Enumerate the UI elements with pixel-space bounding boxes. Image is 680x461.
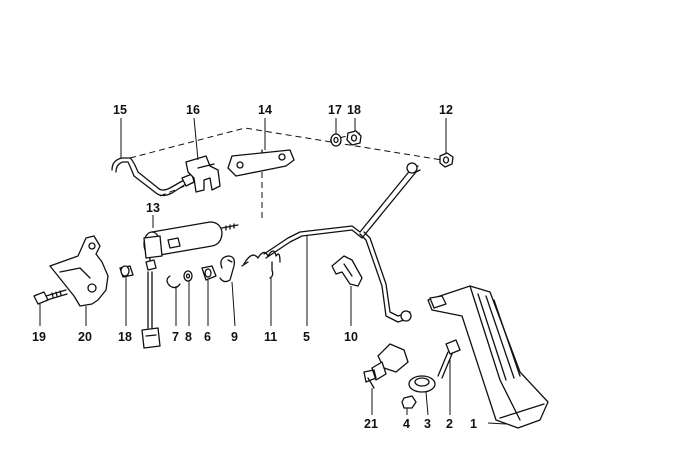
label-21: 21 xyxy=(364,417,378,431)
label-19: 19 xyxy=(32,330,46,344)
part-5-linkage-rod xyxy=(263,162,421,323)
part-21-switch xyxy=(363,343,409,389)
label-6: 6 xyxy=(204,330,211,344)
label-8: 8 xyxy=(185,330,192,344)
label-3: 3 xyxy=(424,417,431,431)
part-4-nut xyxy=(401,395,417,409)
assembly-dashed-lines xyxy=(129,127,443,220)
label-7: 7 xyxy=(172,330,179,344)
part-13-actuator xyxy=(143,221,239,271)
part-18-nut-top xyxy=(346,130,362,146)
part-11-spring xyxy=(241,250,281,279)
part-15-bent-rod xyxy=(111,157,195,197)
label-1: 1 xyxy=(470,417,477,431)
part-16-clip xyxy=(185,155,221,193)
part-12-nut xyxy=(439,152,454,168)
label-15: 15 xyxy=(113,103,127,117)
label-9: 9 xyxy=(231,330,238,344)
label-2: 2 xyxy=(446,417,453,431)
label-18-left: 18 xyxy=(118,330,132,344)
label-14: 14 xyxy=(258,103,272,117)
part-7-clip xyxy=(166,275,181,289)
part-18-spacer xyxy=(119,265,134,278)
label-16: 16 xyxy=(186,103,200,117)
part-3-stop-washer xyxy=(408,375,436,393)
part-10-clamp xyxy=(331,255,363,287)
label-11: 11 xyxy=(264,330,277,344)
part-9-spring-clip xyxy=(219,255,236,283)
label-13: 13 xyxy=(146,201,160,215)
part-1-pedal xyxy=(427,285,549,429)
linkage-rod-lower xyxy=(141,271,161,349)
part-8-washer xyxy=(183,270,193,282)
part-6-bushing xyxy=(201,265,217,281)
part-14-bracket-plate xyxy=(227,149,295,177)
label-20: 20 xyxy=(78,330,92,344)
label-18-top: 18 xyxy=(347,103,361,117)
part-2-bolt xyxy=(437,339,461,379)
label-4: 4 xyxy=(403,417,410,431)
label-10: 10 xyxy=(344,330,358,344)
part-labels: 15 16 14 17 18 12 13 19 20 18 7 8 6 9 11… xyxy=(32,103,477,431)
label-17: 17 xyxy=(328,103,342,117)
label-5: 5 xyxy=(303,330,310,344)
part-19-bolt xyxy=(33,289,68,305)
label-12: 12 xyxy=(439,103,453,117)
leader-lines xyxy=(39,117,507,425)
part-20-bracket xyxy=(49,235,109,307)
part-17-washer xyxy=(330,133,342,147)
